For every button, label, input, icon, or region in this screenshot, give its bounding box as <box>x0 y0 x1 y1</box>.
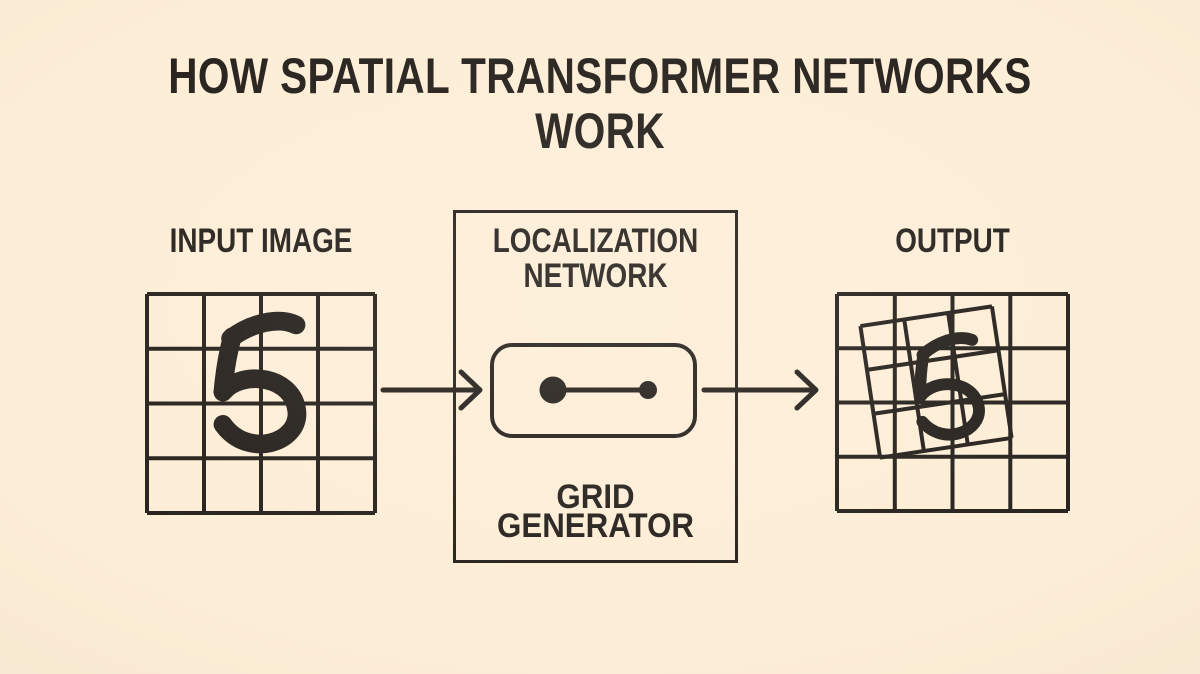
slider-handle-large-dot <box>539 376 567 404</box>
transform-module-box <box>453 210 738 563</box>
rotated-sampling-grid <box>858 304 1014 460</box>
transform-parameters-module <box>490 343 697 438</box>
sampling-grid-lines <box>858 304 1014 460</box>
arrow-input-to-module <box>380 369 483 411</box>
localization-network-label: LOCALIZATION NETWORK <box>492 222 699 295</box>
arrowhead-icon <box>794 369 819 411</box>
input-image-grid <box>145 292 377 515</box>
page-title: HOW SPATIAL TRANSFORMER NETWORKS WORK <box>0 49 1200 159</box>
input-grid-lines <box>145 292 377 515</box>
page-title-line2: WORK <box>535 103 665 159</box>
arrowhead-icon <box>458 369 483 411</box>
arrow-module-to-output <box>701 369 819 411</box>
transform-slider-icon <box>539 376 657 404</box>
input-image-label: INPUT IMAGE <box>169 222 353 260</box>
output-image-grid <box>835 292 1070 513</box>
grid-generator-label: GRID GENERATOR <box>497 478 694 545</box>
output-label: OUTPUT <box>895 222 1010 260</box>
page-title-line1: HOW SPATIAL TRANSFORMER NETWORKS <box>168 48 1032 104</box>
slider-end-small-dot <box>639 381 657 399</box>
